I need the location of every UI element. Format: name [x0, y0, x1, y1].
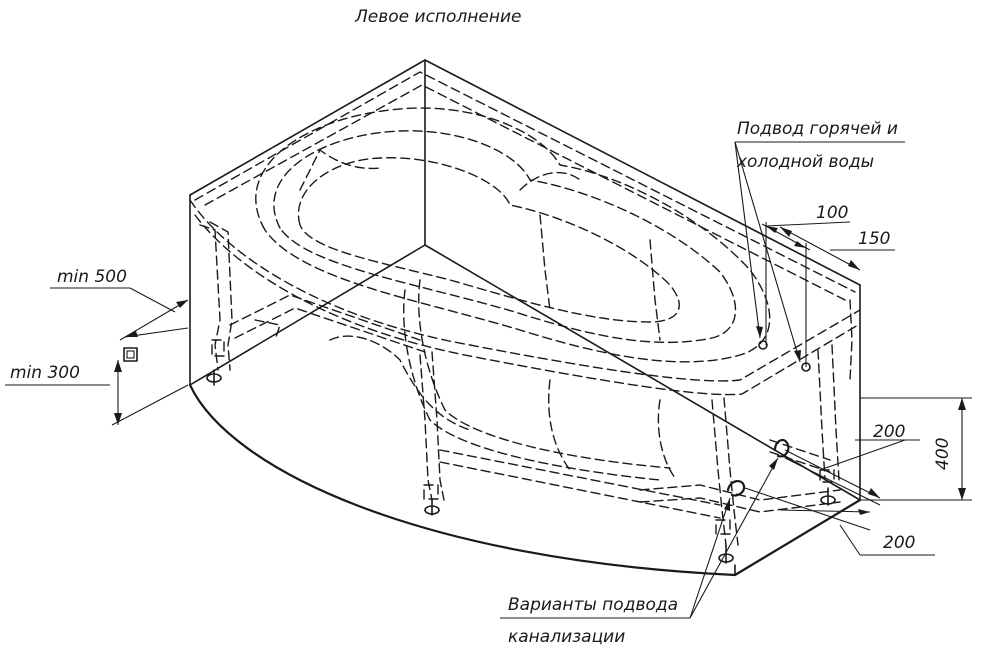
dimension-100: 100 — [761, 203, 851, 367]
tub-hidden-lines — [189, 71, 861, 546]
drain-callout: Варианты подвода канализации — [500, 457, 779, 647]
dimension-min-300: min 300 — [5, 360, 189, 426]
dimension-200-lower-label: 200 — [883, 533, 915, 553]
dimension-200-upper: 200 — [784, 422, 920, 499]
drain-label-line2: канализации — [508, 627, 625, 647]
wall-socket-icon — [123, 347, 138, 362]
dimension-400-label: 400 — [933, 438, 953, 470]
dimension-150: 150 — [779, 226, 895, 271]
dimension-min-500-label: min 500 — [57, 267, 127, 287]
dimension-min-500: min 500 — [50, 267, 189, 341]
tub-feet — [206, 369, 836, 564]
dimension-100-label: 100 — [816, 203, 848, 223]
drain-label-line1: Варианты подвода — [508, 595, 678, 615]
drain-outlet-options — [726, 438, 790, 497]
dimension-min-300-label: min 300 — [10, 363, 80, 383]
water-supply-label-line1: Подвод горячей и — [737, 119, 898, 139]
water-inlet-points — [758, 340, 811, 372]
water-supply-label-line2: холодной воды — [736, 152, 874, 172]
water-supply-callout: Подвод горячей и холодной воды — [734, 119, 905, 363]
dimension-400: 400 — [860, 397, 972, 501]
drawing-title: Левое исполнение — [354, 7, 522, 27]
dimension-200-lower: 200 — [744, 457, 935, 556]
dimension-150-label: 150 — [858, 229, 890, 249]
tub-outline — [188, 59, 862, 577]
dimension-200-upper-label: 200 — [873, 422, 905, 442]
